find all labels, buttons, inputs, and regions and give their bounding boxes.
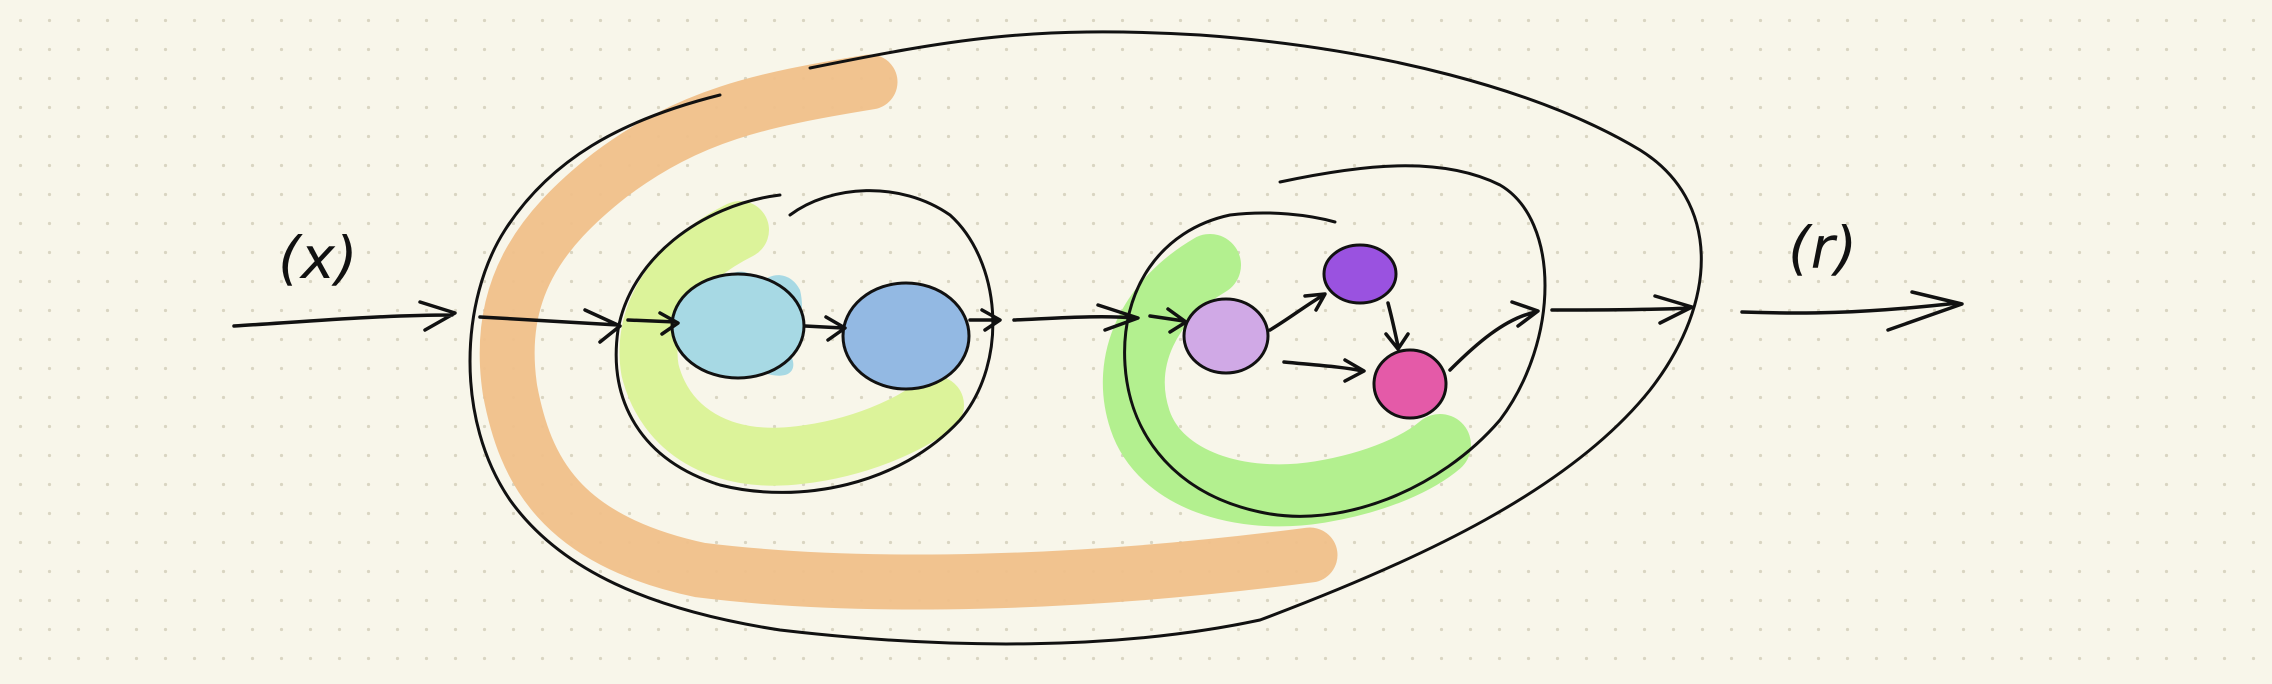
arrow-into-left-inner bbox=[626, 311, 680, 336]
node-blue-body bbox=[841, 281, 971, 391]
output-arrow bbox=[1740, 290, 1964, 332]
arrow-purple-to-pink bbox=[1384, 301, 1410, 351]
arrow-lightblue-to-blue bbox=[803, 315, 847, 342]
node-pink-body bbox=[1372, 348, 1448, 420]
arrow-into-outer bbox=[478, 308, 622, 344]
arrow-lavender-to-purple bbox=[1268, 292, 1327, 332]
arrow-lavender-to-pink bbox=[1282, 358, 1366, 383]
outer-highlight-stroke bbox=[479, 54, 1338, 610]
arrow-between-inner bbox=[1012, 303, 1140, 332]
left-inner-highlight bbox=[619, 201, 964, 486]
arrow-into-lavender bbox=[1148, 307, 1188, 334]
node-lavender-body bbox=[1182, 297, 1270, 375]
left-inner-ellipse bbox=[614, 189, 995, 494]
right-inner-ellipse bbox=[1123, 164, 1547, 518]
node-light-blue-body bbox=[670, 272, 806, 380]
node-purple-body bbox=[1322, 243, 1398, 305]
arrow-out-left-inner bbox=[968, 308, 1002, 332]
outer-ellipse bbox=[468, 30, 1703, 646]
output-label: (r) bbox=[1788, 214, 1857, 282]
arrow-out-right-inner bbox=[1550, 294, 1694, 325]
input-label: (x) bbox=[278, 224, 358, 292]
arrow-out-pink bbox=[1448, 300, 1540, 372]
input-arrow bbox=[232, 300, 457, 332]
right-inner-highlight bbox=[1102, 234, 1471, 527]
